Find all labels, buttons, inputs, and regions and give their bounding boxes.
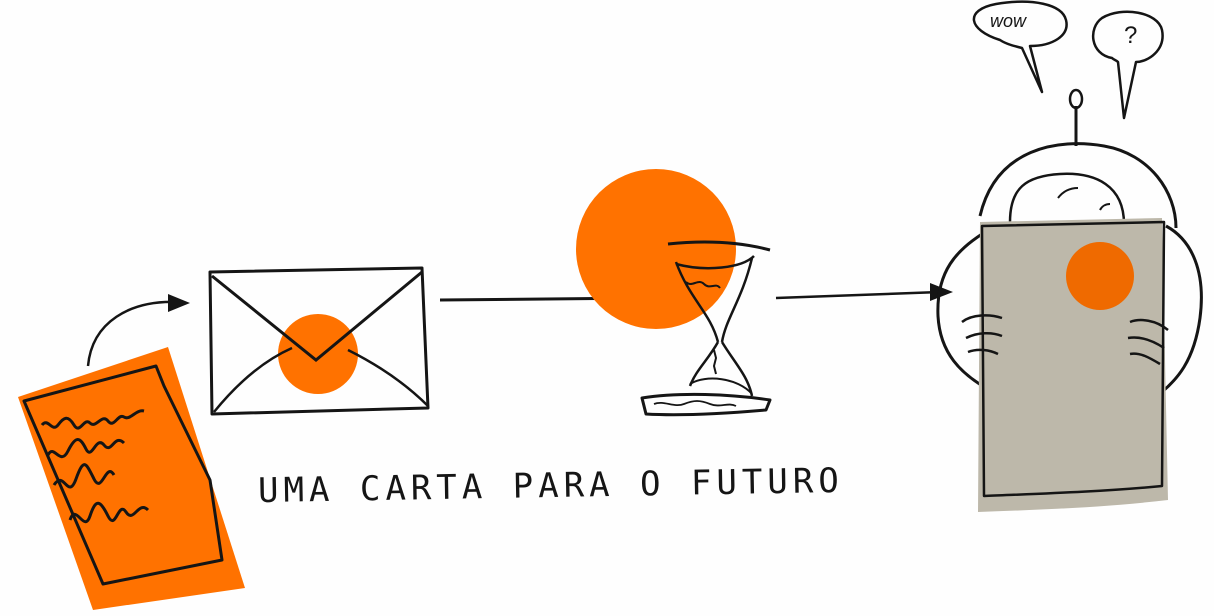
hourglass-icon	[576, 169, 772, 417]
speech-bubble-left-icon	[972, 0, 1068, 94]
curved-arrow-icon	[86, 294, 190, 367]
handwritten-letter-icon	[18, 347, 245, 610]
speech-bubble-right-icon	[1091, 10, 1164, 120]
astronaut-reading-icon	[936, 88, 1203, 512]
speech-bubble-right-text: ?	[1124, 22, 1138, 49]
envelope-icon	[208, 266, 430, 416]
arrow-icon	[775, 283, 953, 301]
speech-bubble-left-text: wow	[990, 11, 1027, 31]
